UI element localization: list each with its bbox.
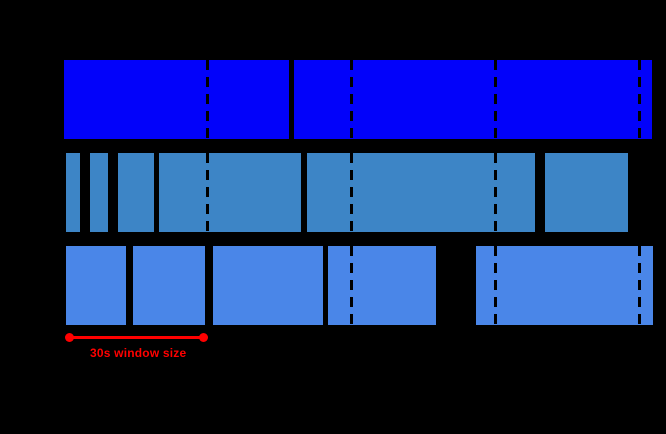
- window-size-arrow-right-dot: [199, 333, 208, 342]
- event-segment: [64, 60, 289, 139]
- window-boundary-line: [494, 60, 497, 139]
- event-segment: [307, 153, 535, 232]
- window-boundary-line: [494, 246, 497, 325]
- event-segment: [66, 246, 126, 325]
- activity-row-2: [0, 153, 666, 232]
- event-segment: [133, 246, 205, 325]
- window-size-label: 30s window size: [90, 346, 187, 360]
- window-size-arrow-line: [69, 336, 203, 339]
- event-segment: [328, 246, 436, 325]
- window-boundary-line: [494, 153, 497, 232]
- event-segment: [294, 60, 652, 139]
- activity-row-1: [0, 60, 666, 139]
- window-boundary-line: [350, 60, 353, 139]
- event-segment: [159, 153, 301, 232]
- event-segment: [213, 246, 323, 325]
- window-boundary-line: [350, 153, 353, 232]
- event-segment: [476, 246, 653, 325]
- window-size-arrow-left-dot: [65, 333, 74, 342]
- window-boundary-line: [206, 60, 209, 139]
- window-boundary-line: [638, 60, 641, 139]
- activity-row-3: [0, 246, 666, 325]
- event-segment: [545, 153, 628, 232]
- event-segment: [118, 153, 154, 232]
- window-boundary-line: [638, 246, 641, 325]
- window-boundary-line: [350, 246, 353, 325]
- event-segment: [90, 153, 108, 232]
- window-boundary-line: [206, 153, 209, 232]
- event-segment: [66, 153, 80, 232]
